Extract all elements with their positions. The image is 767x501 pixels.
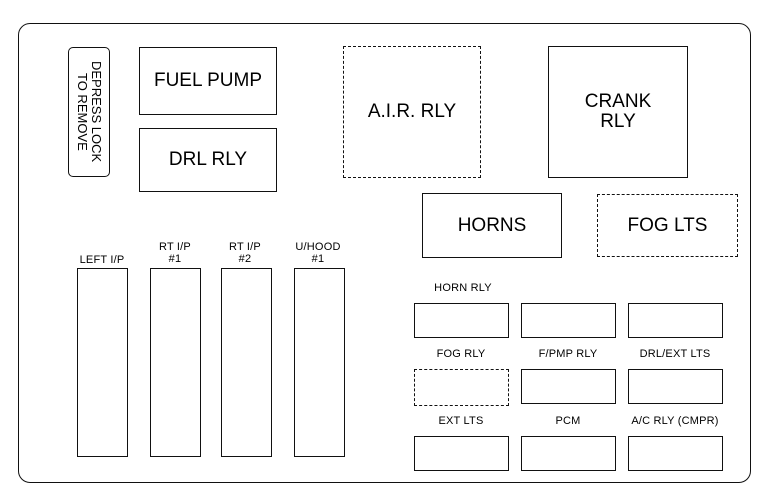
fpmp-relay <box>521 369 616 404</box>
pcm-relay <box>521 436 616 471</box>
rly-label: RLY <box>600 111 636 132</box>
fpmp-rly-text: F/PMP RLY <box>538 348 598 360</box>
rt-ip-1-label: RT I/P #1 <box>143 241 207 265</box>
left-ip-fuse <box>77 268 128 457</box>
drl-ext-lts-relay <box>628 369 723 404</box>
ext-lts-text: EXT LTS <box>438 415 484 427</box>
air-relay: A.I.R. RLY <box>343 46 481 178</box>
rt-ip-2-text: RT I/P <box>229 241 261 253</box>
left-ip-label: LEFT I/P <box>70 254 134 266</box>
ext-lts-label: EXT LTS <box>412 415 510 427</box>
fpmp-rly-label: F/PMP RLY <box>519 348 617 360</box>
fog-rly-label: FOG RLY <box>412 348 510 360</box>
rt-ip-1-fuse <box>150 268 201 457</box>
left-ip-text: LEFT I/P <box>79 254 125 266</box>
crank-label: CRANK <box>584 91 652 112</box>
depress-lock-text: DEPRESS LOCK TO REMOVE <box>75 61 104 163</box>
drl-ext-lts-text: DRL/EXT LTS <box>639 348 711 360</box>
fog-lts-label: FOG LTS <box>627 214 708 236</box>
u-hood-text: U/HOOD <box>295 241 341 253</box>
rt-ip-2-label: RT I/P #2 <box>213 241 277 265</box>
ext-lts-relay <box>414 436 509 471</box>
drl-ext-lts-label: DRL/EXT LTS <box>623 348 727 360</box>
fog-rly-text: FOG RLY <box>436 348 486 360</box>
fuse-box-panel <box>18 23 751 483</box>
fog-lts-fuse: FOG LTS <box>597 194 738 257</box>
drl-relay: DRL RLY <box>139 128 277 192</box>
horns-label: HORNS <box>457 214 527 236</box>
ac-rly-cmpr-text: A/C RLY (CMPR) <box>631 415 719 427</box>
horns-fuse: HORNS <box>422 193 562 258</box>
air-rly-label: A.I.R. RLY <box>367 101 457 122</box>
fuel-pump-label: FUEL PUMP <box>153 70 263 91</box>
u-hood-number: #1 <box>311 253 325 265</box>
u-hood-1-fuse <box>294 268 345 457</box>
depress-lock-tab: DEPRESS LOCK TO REMOVE <box>68 47 110 177</box>
rt-ip-1-text: RT I/P <box>159 241 191 253</box>
pcm-label: PCM <box>519 415 617 427</box>
drl-rly-label: DRL RLY <box>168 149 248 170</box>
pcm-text: PCM <box>555 415 581 427</box>
horn-rly-text: HORN RLY <box>434 282 492 294</box>
to-remove-label: TO REMOVE <box>75 73 90 151</box>
ac-rly-cmpr-label: A/C RLY (CMPR) <box>620 415 730 427</box>
horn-rly-label: HORN RLY <box>414 282 512 294</box>
crank-relay: CRANK RLY <box>548 46 688 178</box>
ac-rly-cmpr-relay <box>628 436 723 471</box>
rt-ip-2-number: #2 <box>238 253 252 265</box>
u-hood-1-label: U/HOOD #1 <box>286 241 350 265</box>
horn-relay <box>414 303 509 338</box>
fog-relay <box>414 369 509 406</box>
relay-slot-row1-right <box>628 303 723 338</box>
depress-lock-label: DEPRESS LOCK <box>89 61 104 163</box>
fuel-pump-relay: FUEL PUMP <box>139 47 277 115</box>
rt-ip-2-fuse <box>221 268 272 457</box>
crank-relay-text: CRANK RLY <box>585 92 652 132</box>
rt-ip-1-number: #1 <box>168 253 182 265</box>
relay-slot-row1-middle <box>521 303 616 338</box>
